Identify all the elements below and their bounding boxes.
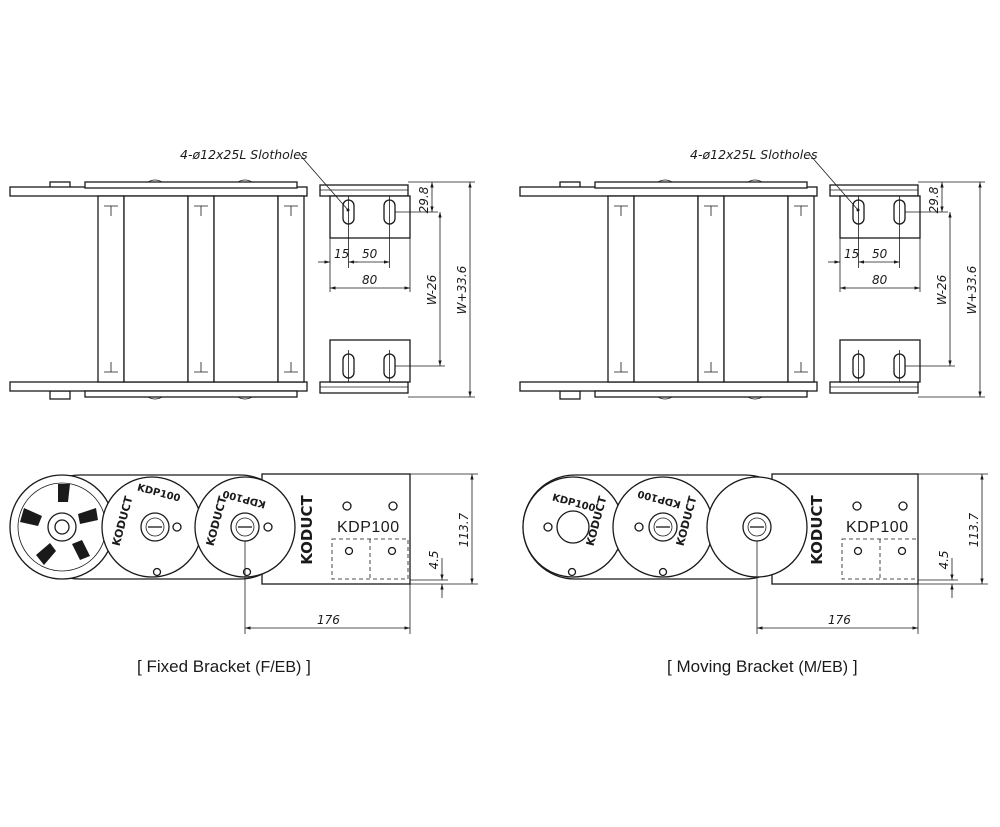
caption-open: [ [137, 657, 147, 676]
caption-name: Fixed Bracket [146, 657, 251, 676]
dim-29-8-moving: 29.8 [927, 186, 941, 213]
dim-w-minus-26: W-26 [425, 274, 439, 305]
dim-80: 80 [362, 273, 378, 287]
caption-name: Moving Bracket [676, 657, 794, 676]
fixed-top-dimensions [299, 154, 475, 398]
dim-176: 176 [317, 613, 340, 627]
slotholes-label: 4-ø12x25L Slotholes [180, 147, 308, 162]
dim-15-moving: 15 [844, 247, 859, 261]
dim-113-7: 113.7 [457, 512, 471, 547]
brand-logo-moving: KODUCT [808, 494, 826, 564]
dim-113-7-moving: 113.7 [967, 512, 981, 547]
caption-code: (M/EB) [798, 659, 849, 676]
fixed-bracket-caption: [ Fixed Bracket (F/EB) ] [137, 657, 311, 677]
dim-50-moving: 50 [872, 247, 888, 261]
dim-w-plus-33-6-moving: W+33.6 [965, 265, 979, 314]
moving-side-dimensions [756, 473, 988, 634]
model-label: KDP100 [337, 519, 400, 536]
moving-bracket-caption: [ Moving Bracket (M/EB) ] [667, 657, 858, 677]
dim-80-moving: 80 [872, 273, 888, 287]
dim-50: 50 [362, 247, 378, 261]
dim-176-moving: 176 [828, 613, 851, 627]
model-label-moving: KDP100 [846, 519, 909, 536]
dim-4-5: 4.5 [427, 550, 441, 569]
caption-code: (F/EB) [255, 659, 302, 676]
brand-logo: KODUCT [298, 494, 316, 564]
fixed-top-view [9, 179, 411, 400]
moving-side-view [522, 473, 919, 585]
dim-29-8: 29.8 [417, 186, 431, 213]
fixed-side-view [9, 473, 411, 585]
moving-top-view [519, 179, 921, 400]
dim-w-minus-26-moving: W-26 [935, 274, 949, 305]
dim-w-plus-33-6: W+33.6 [455, 265, 469, 314]
moving-top-dimensions [809, 154, 985, 398]
slotholes-label-moving: 4-ø12x25L Slotholes [690, 147, 818, 162]
caption-close: ] [301, 657, 311, 676]
fixed-side-dimensions [244, 473, 478, 634]
caption-open: [ [667, 657, 677, 676]
caption-close: ] [848, 657, 858, 676]
dim-4-5-moving: 4.5 [937, 550, 951, 569]
dim-15: 15 [334, 247, 349, 261]
